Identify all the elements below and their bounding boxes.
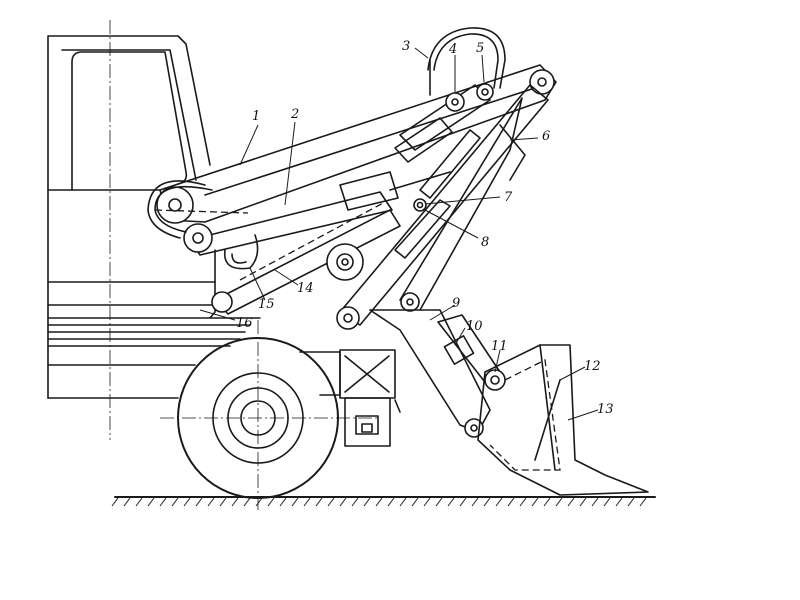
boom [154, 64, 557, 224]
label-8: 8 [481, 235, 489, 250]
label-6: 6 [542, 129, 550, 144]
label-11: 11 [491, 339, 508, 354]
ground [111, 496, 656, 507]
tilt-cylinders [394, 83, 494, 259]
label-9: 9 [452, 296, 460, 311]
label-3: 3 [402, 39, 410, 54]
lower-arm [211, 201, 401, 315]
label-14: 14 [297, 281, 314, 296]
label-15: 15 [258, 297, 275, 312]
boom-lift-cylinder [183, 171, 451, 256]
label-12: 12 [584, 359, 601, 374]
callout-labels: 1 2 3 4 5 6 7 8 9 10 11 12 13 14 15 16 [236, 39, 614, 417]
drive-axle-unit [339, 349, 401, 447]
label-16: 16 [236, 316, 253, 331]
callout-leaders [199, 47, 599, 421]
label-1: 1 [252, 109, 260, 124]
label-10: 10 [466, 319, 483, 334]
machine-body [47, 249, 341, 399]
front-wheel [160, 320, 380, 510]
label-4: 4 [448, 42, 457, 57]
label-5: 5 [476, 41, 484, 56]
label-7: 7 [504, 190, 513, 205]
bucket-linkage [369, 309, 506, 438]
front-arm [326, 84, 549, 330]
label-2: 2 [290, 107, 299, 122]
label-13: 13 [597, 402, 614, 417]
bucket [477, 344, 649, 496]
